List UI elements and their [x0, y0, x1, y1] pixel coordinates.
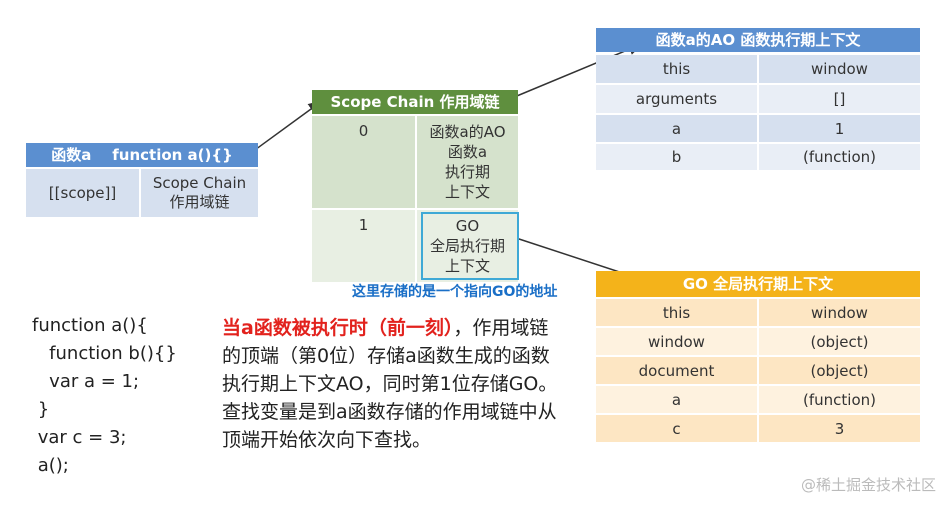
go-key-3: a	[596, 386, 757, 413]
ao-val-1: []	[759, 85, 920, 113]
go-key-4: c	[596, 415, 757, 442]
scope-chain-value-1: GO 全局执行期 上下文	[417, 210, 518, 282]
func-table-header: 函数a function a(){}	[26, 143, 258, 167]
watermark: @稀土掘金技术社区	[800, 476, 936, 494]
go-key-2: document	[596, 357, 757, 384]
code-sample: function a(){ function b(){} var a = 1; …	[32, 315, 177, 476]
ao-val-3: (function)	[759, 144, 920, 170]
ao-key-2: a	[596, 115, 757, 142]
ao-key-1: arguments	[596, 85, 757, 113]
go-val-0: window	[759, 299, 920, 326]
arrow-scope-to-chain	[247, 100, 324, 156]
ao-key-3: b	[596, 144, 757, 170]
ao-key-0: this	[596, 55, 757, 83]
go-val-3: (function)	[759, 386, 920, 413]
explanation-highlight: 当a函数被执行时（前一刻）	[222, 317, 454, 339]
func-scope-key: [[scope]]	[26, 169, 139, 217]
ao-val-2: 1	[759, 115, 920, 142]
go-val-4: 3	[759, 415, 920, 442]
go-val-1: (object)	[759, 328, 920, 355]
explanation-rest: ，作用域链的顶端（第0位）存储a函数生成的函数执行期上下文AO，同时第1位存储G…	[222, 317, 558, 451]
scope-chain-value-0: 函数a的AO 函数a 执行期 上下文	[417, 116, 518, 208]
func-scope-value: Scope Chain 作用域链	[141, 169, 258, 217]
explanation-text: 当a函数被执行时（前一刻），作用域链的顶端（第0位）存储a函数生成的函数执行期上…	[222, 314, 562, 454]
ao-val-0: window	[759, 55, 920, 83]
go-address-note: 这里存储的是一个指向GO的地址	[352, 284, 558, 300]
go-table-header: GO 全局执行期上下文	[596, 271, 920, 297]
arrow-chain-to-ao	[511, 43, 644, 99]
scope-chain-header: Scope Chain 作用域链	[312, 90, 518, 114]
go-address-highlight	[421, 212, 519, 280]
ao-table-header: 函数a的AO 函数执行期上下文	[596, 28, 920, 52]
scope-chain-index-1: 1	[312, 210, 415, 282]
go-key-1: window	[596, 328, 757, 355]
scope-chain-index-0: 0	[312, 116, 415, 208]
go-key-0: this	[596, 299, 757, 326]
go-val-2: (object)	[759, 357, 920, 384]
